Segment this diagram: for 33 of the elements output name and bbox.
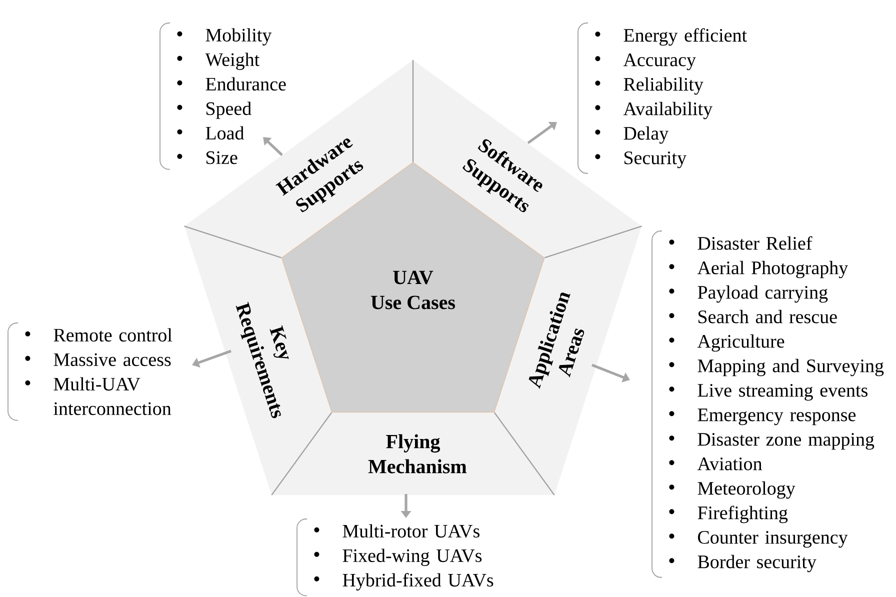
list-item: Load — [206, 126, 244, 140]
list-item: Aerial Photography — [697, 260, 848, 278]
list-item: Border security — [698, 554, 816, 572]
arrow — [527, 122, 557, 144]
list-item: Disaster Relief — [698, 236, 812, 250]
list-item: Multi-UAV interconnection — [54, 377, 172, 416]
list-item: Hybrid-fixed UAVs — [342, 573, 494, 590]
list-item: Search and rescue — [698, 310, 837, 324]
bracketed-list — [652, 230, 884, 578]
bracketed-list — [8, 322, 172, 421]
list-item: Meteorology — [698, 481, 796, 499]
list-item: Mapping and Surveying — [698, 358, 884, 376]
list-item: Disaster zone mapping — [698, 433, 874, 450]
bracketed-list — [296, 518, 494, 596]
node-label: Flying Mechanism — [368, 434, 467, 474]
list-item: Firefighting — [698, 506, 788, 524]
list-item: Energy efficient — [624, 28, 747, 46]
list-item: Fixed-wing UAVs — [342, 548, 482, 566]
list-item: Payload carrying — [698, 285, 828, 303]
list-item: Speed — [206, 102, 252, 119]
list-item: Endurance — [206, 77, 286, 91]
list-item: Counter insurgency — [698, 531, 848, 548]
list-item: Massive access — [54, 353, 171, 366]
bracketed-list — [578, 22, 747, 174]
list-item: Mobility — [206, 28, 272, 46]
list-item: Remote control — [54, 328, 172, 342]
list-item: Agriculture — [697, 334, 784, 352]
list-item: Live streaming events — [698, 384, 868, 401]
list-item: Multi-rotor UAVs — [342, 524, 480, 538]
list-item: Aviation — [697, 458, 762, 470]
list-item: Emergency response — [698, 408, 856, 426]
arrow — [263, 137, 283, 156]
list-item: Size — [206, 151, 238, 164]
